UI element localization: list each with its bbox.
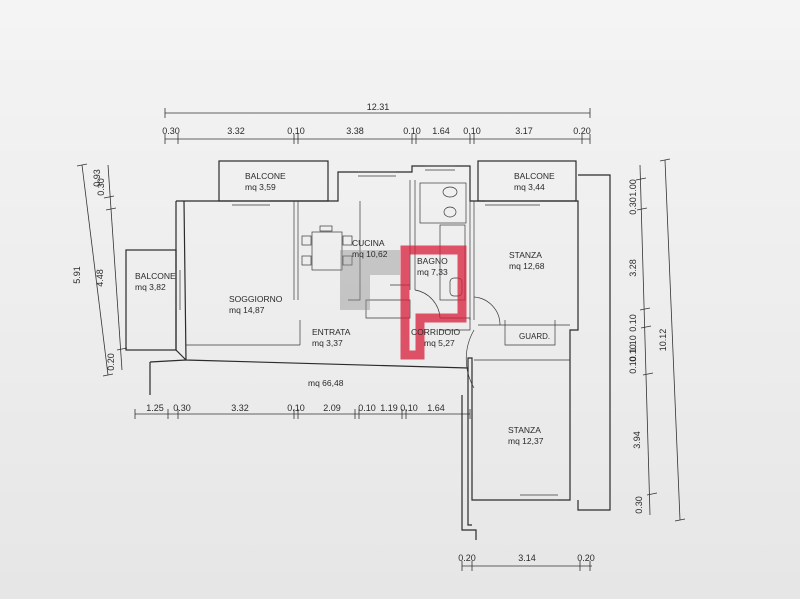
top-dimensions: 12.31 0.30 3.32 0.10 3.38 0.10 1.64 0.10… <box>162 102 591 144</box>
top-dim-5: 1.64 <box>432 126 450 136</box>
left-dimensions: 5.91 0.30 0.93 4.48 0.20 <box>72 163 128 377</box>
right-total-dim: 10.12 <box>658 329 668 352</box>
room-balcone-tl-area: mq 3,59 <box>245 182 276 192</box>
bottom-dim-8: 1.64 <box>427 403 445 413</box>
room-guard-name: GUARD. <box>519 332 550 341</box>
top-dim-7: 3.17 <box>515 126 533 136</box>
room-bagno-area: mq 7,33 <box>417 267 448 277</box>
room-labels: BALCONE mq 3,59 BALCONE mq 3,44 BALCONE … <box>135 171 555 446</box>
room-cucina-area: mq 10,62 <box>352 249 388 259</box>
top-dim-6: 0.10 <box>463 126 481 136</box>
room-soggiorno-name: SOGGIORNO <box>229 294 283 304</box>
room-corridoio-area: mq 5,27 <box>424 338 455 348</box>
top-dim-0: 0.30 <box>162 126 180 136</box>
left-dim-3: 0.20 <box>106 353 116 371</box>
top-dim-3: 3.38 <box>346 126 364 136</box>
left-dim-1: 0.93 <box>92 169 102 187</box>
watermark-red-shape <box>400 245 467 360</box>
room-balcone-tr-area: mq 3,44 <box>514 182 545 192</box>
room-balcone-l-name: BALCONE <box>135 271 176 281</box>
balcone-top-left-outline <box>218 160 329 202</box>
bottom-outer-dim-0: 0.20 <box>458 553 476 563</box>
top-dim-2: 0.10 <box>287 126 305 136</box>
left-total-dim: 5.91 <box>72 266 82 284</box>
bottom-outer-dimensions: 0.20 3.14 0.20 <box>458 553 595 571</box>
bottom-dim-4: 2.09 <box>323 403 341 413</box>
left-dim-2: 4.48 <box>95 269 105 287</box>
total-area: mq 66,48 <box>308 378 344 388</box>
room-balcone-tr-name: BALCONE <box>514 171 555 181</box>
bottom-dim-0: 1.25 <box>146 403 164 413</box>
left-dim-0: 0.30 <box>96 178 106 196</box>
room-bagno-name: BAGNO <box>417 256 448 266</box>
right-dim-6: 0.10 <box>628 344 638 362</box>
balcone-left-outline <box>125 249 177 351</box>
top-dim-1: 3.32 <box>227 126 245 136</box>
room-balcone-l-area: mq 3,82 <box>135 282 166 292</box>
dining-table-icon <box>301 225 353 271</box>
bottom-dim-5: 0.10 <box>358 403 376 413</box>
bottom-outer-dim-2: 0.20 <box>577 553 595 563</box>
bottom-dim-1: 0.30 <box>173 403 191 413</box>
bottom-dim-6: 1.19 <box>380 403 398 413</box>
right-dim-1: 1.00 <box>628 179 638 197</box>
room-entrata-name: ENTRATA <box>312 327 351 337</box>
right-dim-0: 0.30 <box>628 197 638 215</box>
bottom-dim-3: 0.10 <box>287 403 305 413</box>
right-dim-2: 3.28 <box>628 259 638 277</box>
right-dim-3: 0.10 <box>628 314 638 332</box>
right-dim-5: 1.10 <box>628 335 638 353</box>
right-dim-7: 3.94 <box>632 431 642 449</box>
bottom-dim-2: 3.32 <box>231 403 249 413</box>
right-dim-8: 0.30 <box>634 496 644 514</box>
watermark-logo <box>340 245 467 360</box>
room-stanza1-area: mq 12,68 <box>509 261 545 271</box>
room-stanza1-name: STANZA <box>509 250 542 260</box>
room-corridoio-name: CORRIDOIO <box>411 327 461 337</box>
top-total-dim: 12.31 <box>367 102 390 112</box>
right-dim-4: 0.10 <box>628 356 638 374</box>
room-stanza2-name: STANZA <box>508 425 541 435</box>
bottom-outer-dim-1: 3.14 <box>518 553 536 563</box>
right-dimensions: 10.12 0.30 1.00 3.28 0.10 0.10 1.10 0.10… <box>628 158 686 522</box>
room-stanza2-area: mq 12,37 <box>508 436 544 446</box>
balcone-top-right-outline <box>477 160 577 202</box>
room-soggiorno-area: mq 14,87 <box>229 305 265 315</box>
top-dim-8: 0.20 <box>573 126 591 136</box>
bottom-dim-7: 0.10 <box>400 403 418 413</box>
room-cucina-name: CUCINA <box>352 238 385 248</box>
top-dim-ticks <box>164 134 591 144</box>
room-entrata-area: mq 3,37 <box>312 338 343 348</box>
room-balcone-tl-name: BALCONE <box>245 171 286 181</box>
walls <box>125 160 611 540</box>
bottom-inner-dimensions: 1.25 0.30 3.32 0.10 2.09 0.10 1.19 0.10 … <box>134 403 471 419</box>
top-dim-4: 0.10 <box>403 126 421 136</box>
windows <box>175 165 558 501</box>
